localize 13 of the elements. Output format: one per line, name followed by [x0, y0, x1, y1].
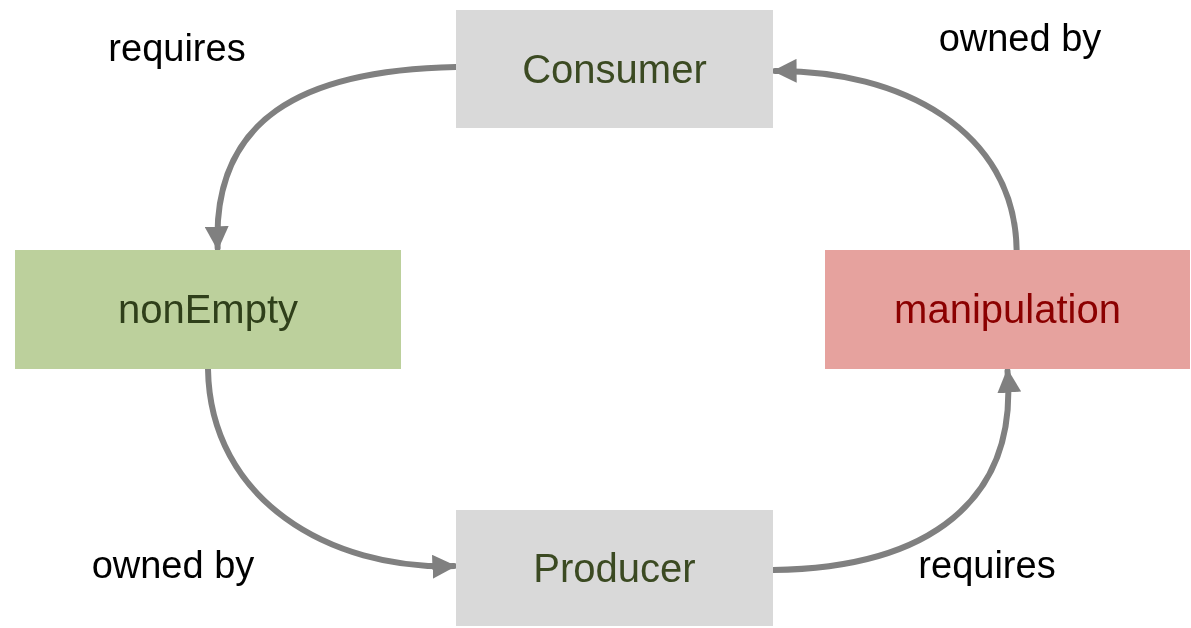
node-label: Producer — [533, 545, 696, 591]
edge-label: owned by — [91, 543, 255, 587]
process-box — [456, 10, 773, 128]
node-label: Consumer — [522, 46, 707, 92]
process-box — [456, 510, 773, 626]
node-label: manipulation — [894, 287, 1121, 332]
process-box — [825, 250, 1190, 369]
process-box — [15, 250, 401, 369]
node-label: nonEmpty — [117, 287, 299, 332]
curved-arrow — [772, 59, 1020, 253]
edge-label: owned by — [938, 16, 1102, 60]
edge-label: requires — [108, 26, 246, 70]
edge-label: requires — [918, 543, 1056, 587]
